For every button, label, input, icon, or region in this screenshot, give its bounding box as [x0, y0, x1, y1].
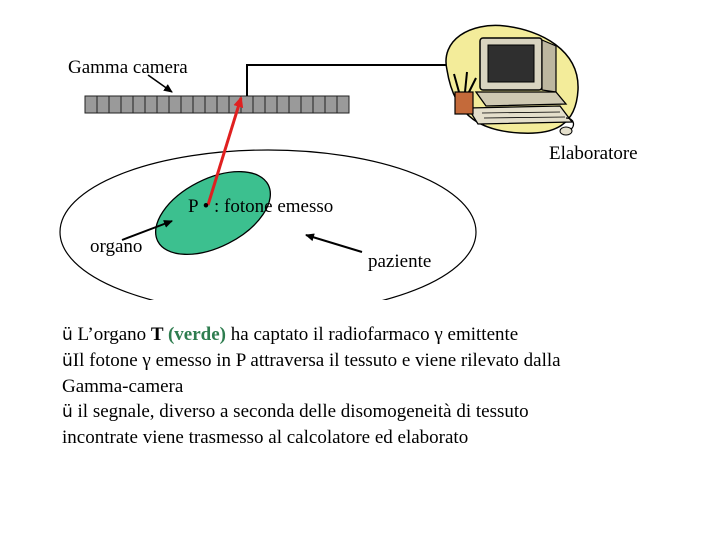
- bullet-text: ha captato il radiofarmaco γ emittente: [226, 324, 519, 345]
- bullet-organ: ü L’organo T (verde) ha captato il radio…: [62, 322, 602, 348]
- computer-label: Elaboratore: [549, 143, 638, 164]
- detector-cell: [240, 95, 254, 114]
- photon-ray-arrow: [206, 96, 244, 206]
- detector-cell: [108, 95, 122, 114]
- signal-connection-line: [246, 61, 456, 96]
- gamma-camera-label: Gamma camera: [68, 57, 188, 78]
- detector-cell: [120, 95, 134, 114]
- checkmark-icon: ü: [62, 325, 73, 345]
- organ-shape: [154, 170, 272, 256]
- organ-letter: T: [150, 324, 164, 345]
- detector-cell: [96, 95, 110, 114]
- detector-cell: [288, 95, 302, 114]
- green-annotation: (verde): [163, 324, 227, 345]
- detector-cell: [192, 95, 206, 114]
- checkmark-icon: ü: [62, 402, 73, 422]
- detector-cell: [84, 95, 98, 114]
- photon-label: P • : fotone emesso: [188, 196, 334, 217]
- organ-label: organo: [90, 236, 143, 257]
- bullet-text: L’organo: [72, 324, 151, 345]
- patient-body-outline: [59, 149, 477, 300]
- checkmark-icon: ü: [62, 351, 73, 371]
- explanation-bullets: ü L’organo T (verde) ha captato il radio…: [62, 322, 602, 450]
- detector-cell: [312, 95, 326, 114]
- detector-cell: [276, 95, 290, 114]
- detector-cell: [216, 95, 230, 114]
- detector-cell: [156, 95, 170, 114]
- gamma-camera-detector: [84, 95, 350, 114]
- detector-cell: [168, 95, 182, 114]
- detector-cell: [144, 95, 158, 114]
- bullet-text: il segnale, diverso a seconda delle diso…: [62, 401, 529, 448]
- bullet-signal: ü il segnale, diverso a seconda delle di…: [62, 399, 602, 450]
- detector-cell: [300, 95, 314, 114]
- gamma-camera-pointer-arrow: [147, 74, 173, 93]
- detector-cell: [264, 95, 278, 114]
- computer-icon: [445, 24, 579, 136]
- detector-cell: [132, 95, 146, 114]
- detector-cell: [336, 95, 350, 114]
- bullet-text: Il fotone γ emesso in P attraversa il te…: [62, 350, 561, 397]
- patient-label: paziente: [368, 251, 432, 272]
- gamma-camera-diagram: [59, 24, 579, 300]
- detector-cell: [180, 95, 194, 114]
- detector-cell: [252, 95, 266, 114]
- detector-cell: [204, 95, 218, 114]
- patient-pointer-arrow: [305, 233, 363, 253]
- detector-cell: [324, 95, 338, 114]
- organ-pointer-arrow: [121, 220, 173, 241]
- bullet-photon: üIl fotone γ emesso in P attraversa il t…: [62, 348, 602, 399]
